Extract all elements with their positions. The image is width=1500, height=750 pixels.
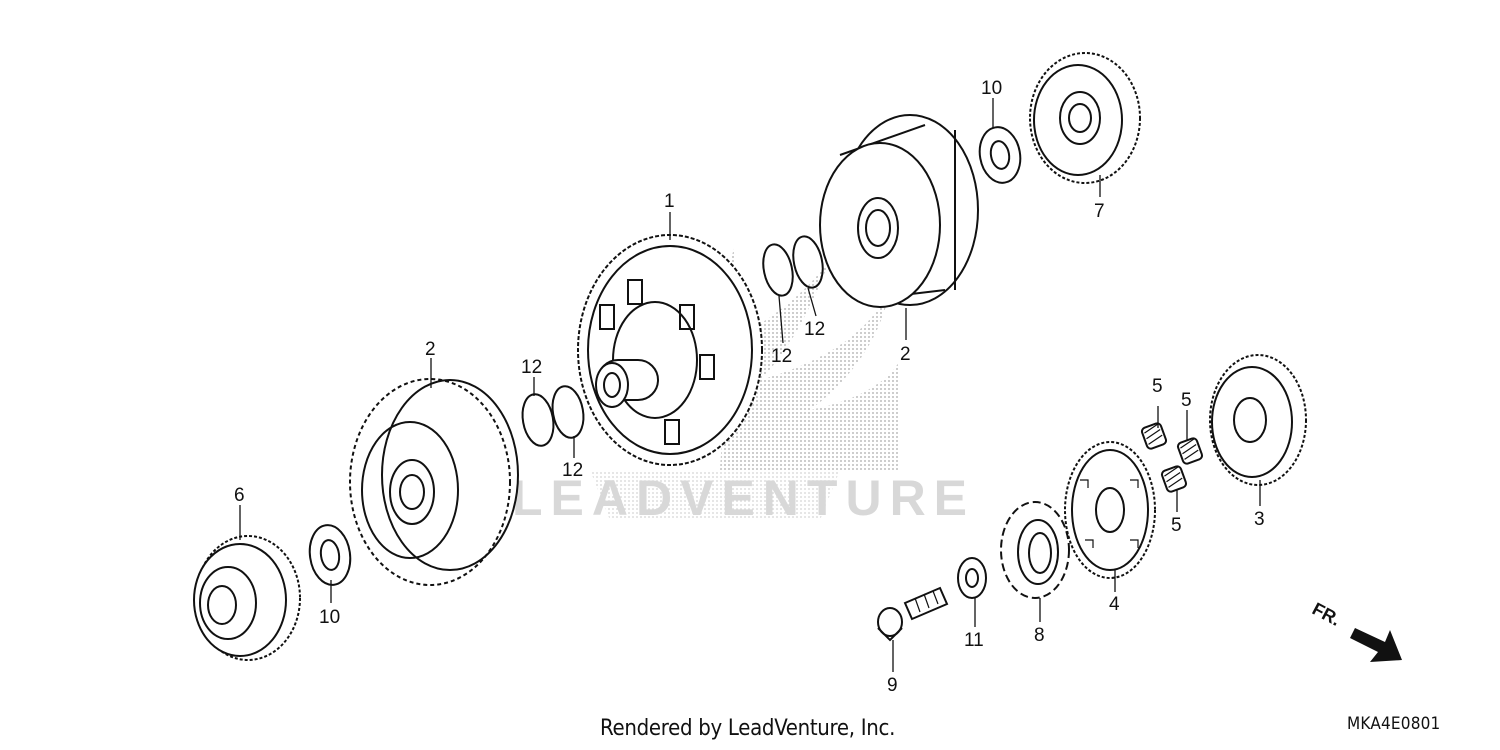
callout-1[interactable]: 1	[664, 191, 675, 212]
o-ring-12-upper-a[interactable]	[759, 242, 797, 299]
front-direction-arrow: FR.	[1309, 599, 1402, 662]
callout-2-upper[interactable]: 2	[900, 344, 911, 365]
spring-5-b[interactable]	[1176, 437, 1204, 465]
gear-7[interactable]	[1029, 52, 1141, 184]
clutch-outer-2-upper[interactable]	[819, 114, 979, 308]
front-direction-label: FR.	[1309, 599, 1344, 630]
bolt-9[interactable]	[877, 586, 949, 642]
leader-lines	[239, 98, 1261, 672]
spring-5-a[interactable]	[1140, 422, 1168, 450]
o-ring-12-left-a[interactable]	[519, 392, 558, 448]
callout-6[interactable]: 6	[234, 485, 245, 506]
callout-12-b[interactable]: 12	[562, 460, 583, 481]
callout-3[interactable]: 3	[1254, 509, 1265, 530]
callout-10-upper[interactable]: 10	[981, 78, 1002, 99]
gear-6[interactable]	[193, 535, 301, 661]
washer-10-left[interactable]	[306, 523, 354, 588]
gear-3[interactable]	[1209, 354, 1307, 486]
primary-driven-gear-1[interactable]	[577, 234, 763, 466]
callout-5-b[interactable]: 5	[1181, 390, 1192, 411]
callout-5-a[interactable]: 5	[1152, 376, 1163, 397]
rendered-by-credit: Rendered by LeadVenture, Inc.	[600, 716, 896, 741]
callout-9[interactable]: 9	[887, 675, 898, 696]
clutch-outer-2-left[interactable]	[349, 378, 519, 586]
retainer-8[interactable]	[1000, 501, 1070, 599]
callout-11[interactable]: 11	[964, 630, 984, 651]
washer-11[interactable]	[957, 557, 987, 599]
o-ring-12-left-b[interactable]	[549, 384, 588, 440]
callout-2-left[interactable]: 2	[425, 339, 436, 360]
spring-5-c[interactable]	[1160, 465, 1188, 493]
o-ring-12-upper-b[interactable]	[789, 234, 827, 291]
callout-4[interactable]: 4	[1109, 594, 1120, 615]
callout-12-a[interactable]: 12	[521, 357, 542, 378]
callout-12-d[interactable]: 12	[804, 319, 825, 340]
gear-plate-4[interactable]	[1064, 441, 1156, 579]
diagram-code: MKA4E0801	[1347, 714, 1441, 734]
washer-10-upper[interactable]	[975, 124, 1024, 186]
callout-8[interactable]: 8	[1034, 625, 1045, 646]
watermark-word: LEADVENTURE	[512, 470, 975, 526]
callout-12-c[interactable]: 12	[771, 346, 792, 367]
callout-10-left[interactable]: 10	[319, 607, 340, 628]
callout-7[interactable]: 7	[1094, 201, 1105, 222]
callout-5-c[interactable]: 5	[1171, 515, 1182, 536]
callout-labels: 1 2 2 3 4 5 5 5 6 7 8 9 10 10 11 12 12 1…	[234, 78, 1265, 696]
